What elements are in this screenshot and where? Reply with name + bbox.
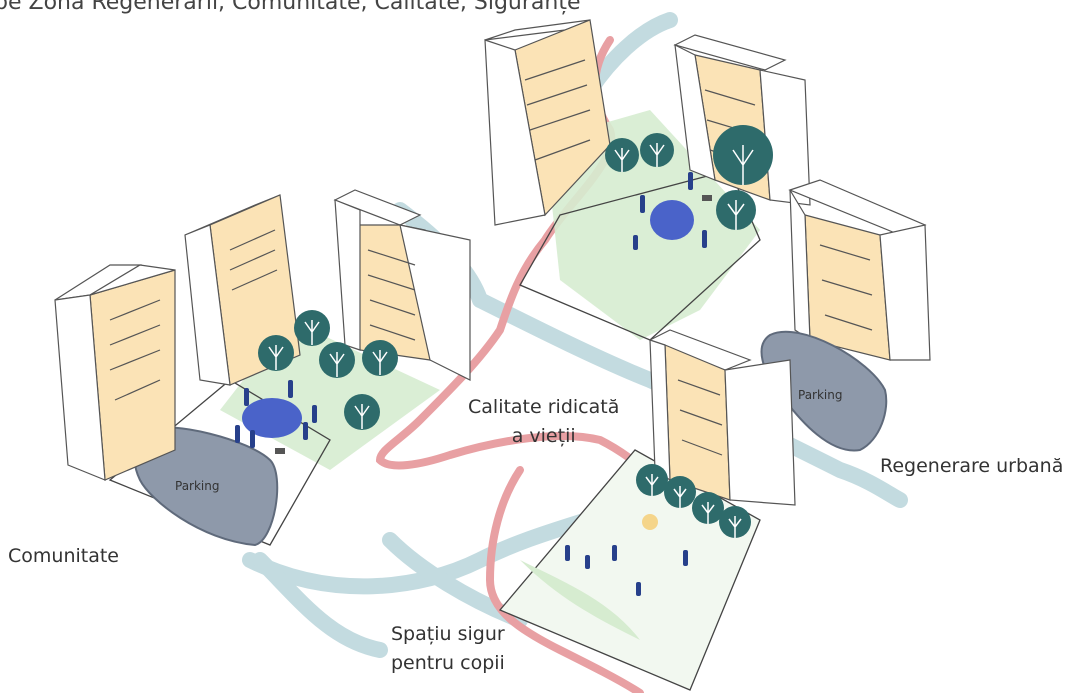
right-parking-label: Parking <box>798 388 843 402</box>
person-icon <box>303 422 308 440</box>
top-caption: pe Zona Regenerării, Comunitate, Calitat… <box>0 0 581 15</box>
top-people <box>633 172 712 250</box>
dog-icon <box>702 195 712 201</box>
person-icon <box>688 172 693 190</box>
person-icon <box>702 230 707 248</box>
left-parking-label: Parking <box>175 479 220 493</box>
person-icon <box>288 380 293 398</box>
building-4 <box>484 19 611 226</box>
top-gathering-circle <box>650 200 694 240</box>
top-trees <box>605 125 773 230</box>
red-path-bottom <box>485 466 644 697</box>
person-icon <box>612 545 617 561</box>
person-icon <box>312 405 317 423</box>
top-plot-outline <box>519 169 761 341</box>
person-icon <box>683 550 688 566</box>
label-calitate-line2: a vieții <box>511 425 576 447</box>
bottom-people <box>565 545 688 596</box>
person-icon <box>250 430 255 448</box>
bottom-green-shape <box>520 560 640 640</box>
top-block <box>519 110 761 341</box>
lamp-icon <box>642 514 658 530</box>
label-spatiu-line2: pentru copii <box>391 652 505 674</box>
left-gathering-circle <box>242 398 302 438</box>
building-1 <box>54 264 176 481</box>
label-spatiu-line1: Spațiu sigur <box>391 623 505 645</box>
left-parking <box>133 426 279 547</box>
dog-icon <box>275 448 285 454</box>
label-regenerare: Regenerare urbană <box>880 455 1064 477</box>
label-spatiu: Spațiu sigur pentru copii <box>391 620 505 678</box>
building-6 <box>788 179 931 361</box>
blue-path-left <box>252 552 388 658</box>
person-icon <box>235 425 240 443</box>
person-icon <box>633 235 638 250</box>
building-3 <box>333 189 471 381</box>
person-icon <box>585 555 590 569</box>
left-people <box>235 380 317 454</box>
label-calitate-line1: Calitate ridicată <box>468 396 620 418</box>
label-comunitate: Comunitate <box>8 545 119 567</box>
label-calitate: Calitate ridicată a vieții <box>468 393 619 451</box>
person-icon <box>636 582 641 596</box>
bottom-trees <box>636 464 751 538</box>
person-icon <box>640 195 645 213</box>
person-icon <box>565 545 570 561</box>
bottom-building <box>648 329 796 506</box>
person-icon <box>244 388 249 406</box>
left-trees <box>258 310 398 430</box>
